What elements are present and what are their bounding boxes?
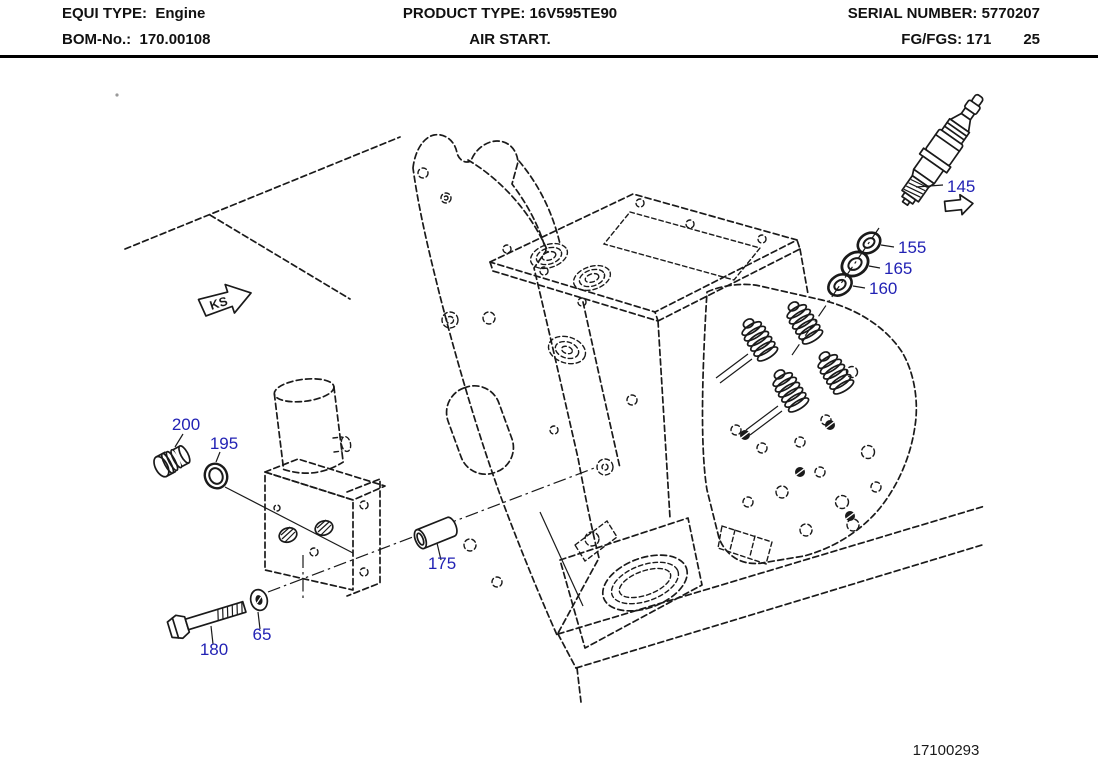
valve-manifold <box>701 283 918 565</box>
oring-160 <box>827 273 853 297</box>
serial-value: 5770207 <box>981 5 1040 22</box>
equi-type: EQUI TYPE: Engine <box>62 5 205 22</box>
fg-label: FG/FGS: <box>901 31 963 48</box>
bracket-housing <box>412 133 600 636</box>
equi-type-value: Engine <box>155 5 206 22</box>
callout-145: 145 <box>947 177 975 196</box>
direction-arrow-icon <box>943 193 974 216</box>
part-65-washer <box>249 588 269 612</box>
exploded-parts-diagram: KS 145 155 165 160 200 195 175 65 180 17… <box>115 93 986 759</box>
drawing-number: 17100293 <box>913 742 980 759</box>
fg-value-1: 171 <box>966 31 992 48</box>
centerline-valve-axis <box>789 227 880 359</box>
part-175-sleeve <box>413 516 458 550</box>
oring-195 <box>203 462 229 490</box>
oring-155 <box>856 231 882 255</box>
callout-65: 65 <box>253 625 272 644</box>
leader-195-axis <box>224 486 354 554</box>
fg-value-2: 25 <box>1023 31 1040 48</box>
equi-type-label: EQUI TYPE: <box>62 5 148 22</box>
title-block: EQUI TYPE: Engine BOM-No.: 170.00108 PRO… <box>0 0 1098 58</box>
product-type-label: PRODUCT TYPE: <box>402 5 526 22</box>
callout-180: 180 <box>200 640 228 659</box>
serial-number: SERIAL NUMBER: 5770207 <box>848 5 1040 22</box>
hatched-bolt-heads <box>740 420 855 521</box>
ks-view-arrow-label: KS <box>208 294 230 313</box>
product-type-value: 16V595TE90 <box>529 5 618 22</box>
callout-155: 155 <box>898 238 926 257</box>
callout-165: 165 <box>884 259 912 278</box>
product-type: PRODUCT TYPE: 16V595TE90 <box>403 5 617 22</box>
part-200-plug <box>153 445 191 478</box>
housing-top-plate <box>489 193 801 322</box>
ground-edge-lines <box>539 505 986 703</box>
callout-200: 200 <box>172 415 200 434</box>
callout-160: 160 <box>869 279 897 298</box>
fg-fgs: FG/FGS: 171 25 <box>901 31 1040 48</box>
bom-no: BOM-No.: 170.00108 <box>62 31 210 48</box>
part-145-air-start-valve <box>901 93 984 207</box>
solenoid-valve-assembly <box>264 377 386 598</box>
sheet-subtitle: AIR START. <box>469 31 551 48</box>
housing-bottom-flange <box>559 517 703 649</box>
bom-value: 170.00108 <box>139 31 211 48</box>
reference-dot <box>115 93 119 97</box>
port-hatched-2 <box>314 519 334 537</box>
oring-165 <box>840 250 870 278</box>
mount-plane-edge-lines <box>124 136 401 300</box>
bom-label: BOM-No.: <box>62 31 132 48</box>
serial-label: SERIAL NUMBER: <box>847 5 978 22</box>
ks-view-arrow: KS <box>197 283 252 317</box>
housing-body <box>547 248 809 519</box>
part-180-bolt <box>166 600 247 640</box>
callout-195: 195 <box>210 434 238 453</box>
port-hatched-1 <box>278 526 298 544</box>
leader-lines <box>174 184 944 645</box>
callout-175: 175 <box>428 554 456 573</box>
